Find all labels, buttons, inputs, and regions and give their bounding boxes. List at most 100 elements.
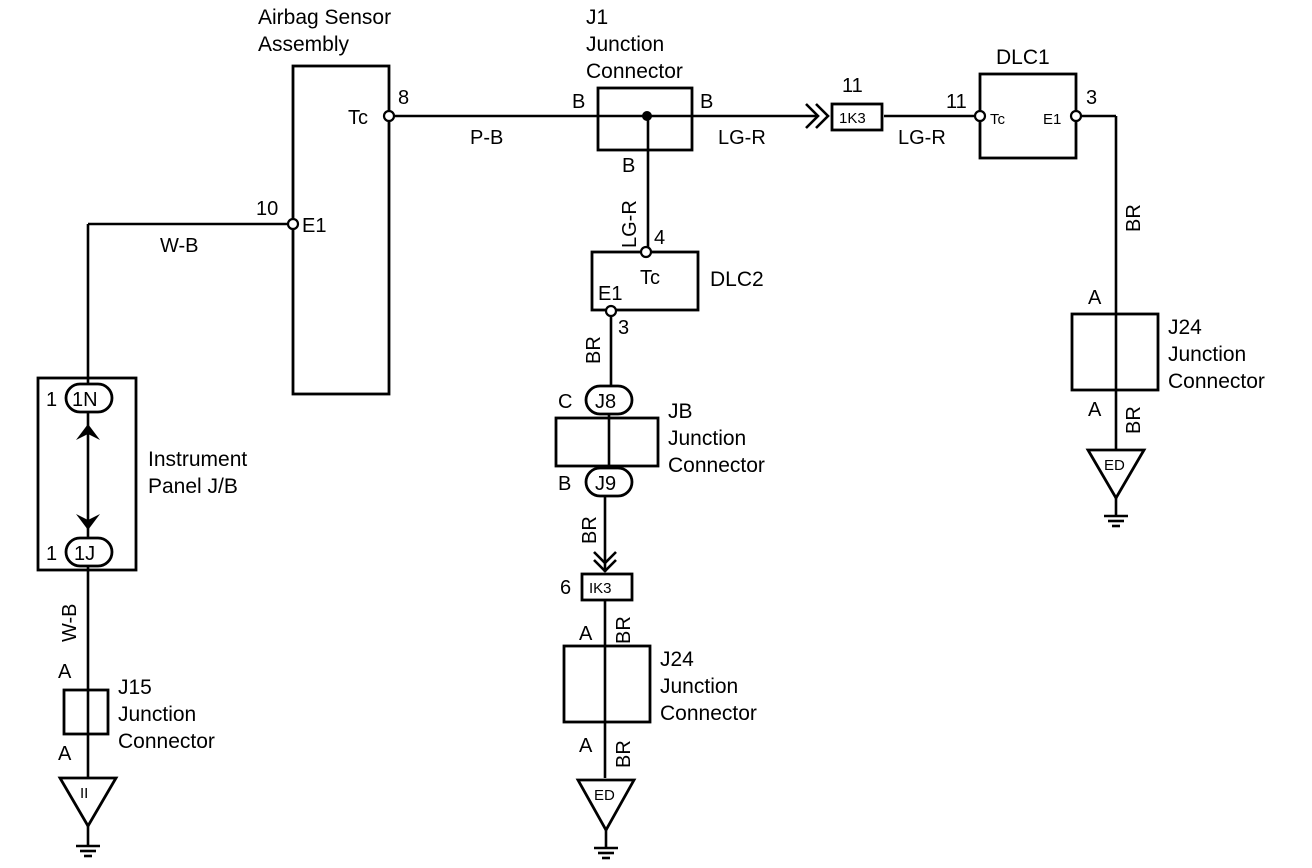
j24-center-junction-connector: A A J24 Junction Connector <box>562 623 757 757</box>
ipjb-pin-1j-label: 1J <box>74 543 95 565</box>
ipjb-arrow-up <box>76 424 100 440</box>
wire-label-br-dlc2: BR <box>583 336 605 364</box>
ipjb-pin-1n-num: 1 <box>46 389 57 411</box>
ground-right-label: ED <box>1104 457 1125 474</box>
dlc1: DLC1 11 Tc E1 3 <box>946 46 1097 160</box>
ipjb-pin-1n <box>64 382 114 414</box>
dlc1-terminal-tc <box>973 109 987 123</box>
wire-label-lg-r-2: LG-R <box>898 127 946 149</box>
airbag-sensor-assembly: Airbag Sensor Assembly Tc 8 E1 10 <box>256 6 409 396</box>
wire-label-br-j24-ground: BR <box>613 740 635 768</box>
dlc2-title: DLC2 <box>710 268 764 291</box>
dlc2-tc-pin: 4 <box>654 227 665 249</box>
airbag-sensor-title-line1: Airbag Sensor <box>258 6 391 29</box>
connector-1k3-mid-arrow-2 <box>593 559 617 573</box>
j1-pin-left: B <box>572 91 585 113</box>
dlc2-e1-label: E1 <box>598 283 622 305</box>
j24-center-pin-bottom: A <box>579 735 593 757</box>
dlc1-e1-label: E1 <box>1043 111 1061 128</box>
connector-1k3-mid-arrow <box>593 551 617 565</box>
j15-title-line1: J15 <box>118 676 152 699</box>
wires <box>86 114 1118 778</box>
connector-1k3-top-arrow-2 <box>815 103 830 129</box>
wire-label-br-j24-right: BR <box>1123 406 1145 434</box>
j1-pin-right: B <box>700 91 713 113</box>
connector-1k3-top-arrow <box>805 103 820 129</box>
jb-pin-j8-letter: C <box>558 391 572 413</box>
dlc1-title: DLC1 <box>996 46 1050 69</box>
j24-right-pin-bottom: A <box>1088 399 1102 421</box>
dlc2-tc-label: Tc <box>640 267 660 289</box>
dlc1-tc-label: Tc <box>990 111 1006 128</box>
dlc1-terminal-e1 <box>1069 109 1083 123</box>
jb-pin-j9-label: J9 <box>595 473 616 495</box>
ground-left-triangle <box>57 776 119 829</box>
j1-box <box>596 86 694 152</box>
instrument-panel-jb-title-line1: Instrument <box>148 448 247 471</box>
j24-center-pin-top: A <box>579 623 593 645</box>
jb-title-line2: Junction <box>668 427 746 450</box>
ipjb-pin-1n-label: 1N <box>72 389 98 411</box>
j24-center-title-line2: Junction <box>660 675 738 698</box>
ipjb-arrow-down <box>76 514 100 530</box>
connector-1k3-top: 1K3 11 <box>805 75 884 132</box>
connector-1k3-mid: IK3 6 <box>560 551 634 602</box>
j24-right-title-line1: J24 <box>1168 316 1202 339</box>
instrument-panel-jb-box <box>36 376 138 572</box>
ground-left-label: II <box>80 785 88 802</box>
j24-right-title-line2: Junction <box>1168 343 1246 366</box>
connector-1k3-top-label: 1K3 <box>839 110 866 127</box>
airbag-sensor-e1-pin: 10 <box>256 198 278 220</box>
dlc2-box <box>590 250 700 312</box>
j1-pin-bottom: B <box>622 155 635 177</box>
dlc1-tc-pin: 11 <box>946 91 967 113</box>
jb-pin-j9 <box>584 466 634 498</box>
connector-1k3-mid-pin: 6 <box>560 577 571 599</box>
j1-title-line2: Junction <box>586 33 664 56</box>
wire-label-br-dlc1: BR <box>1123 204 1145 232</box>
dlc2: 4 Tc E1 3 DLC2 <box>590 227 764 339</box>
jb-title-line1: JB <box>668 400 693 423</box>
connector-1k3-top-pin: 11 <box>842 75 863 97</box>
j24-right-pin-top: A <box>1088 287 1102 309</box>
j1-title-line1: J1 <box>586 6 608 29</box>
ipjb-pin-1j <box>64 536 114 568</box>
connector-1k3-mid-box <box>580 572 634 602</box>
j15-pin-bottom: A <box>58 743 72 765</box>
wire-label-lg-r-vertical: LG-R <box>619 200 641 248</box>
jb-pin-j8-label: J8 <box>595 391 616 413</box>
j24-right-title-line3: Connector <box>1168 370 1265 393</box>
j24-center-box <box>562 644 652 724</box>
wire-label-p-b: P-B <box>470 127 503 149</box>
j24-center-title-line1: J24 <box>660 648 694 671</box>
connector-1k3-top-box <box>830 102 884 132</box>
wire-label-br-1k3-j24: BR <box>613 616 635 644</box>
instrument-panel-jb-title-line2: Panel J/B <box>148 475 238 498</box>
ground-center-triangle <box>575 778 637 833</box>
wire-label-w-b-top: W-B <box>160 235 199 257</box>
j1-title-line3: Connector <box>586 60 683 83</box>
wire-label-w-b-bottom: W-B <box>59 603 81 642</box>
wire-label-br-jb: BR <box>579 516 601 544</box>
jb-title-line3: Connector <box>668 454 765 477</box>
j15-title-line2: Junction <box>118 703 196 726</box>
j1-junction-connector: J1 Junction Connector B B B <box>572 6 713 177</box>
airbag-sensor-tc-pin: 8 <box>398 87 409 109</box>
connector-1k3-mid-label: IK3 <box>589 580 612 597</box>
j24-right-junction-connector: A A J24 Junction Connector <box>1070 287 1265 421</box>
j24-center-title-line3: Connector <box>660 702 757 725</box>
jb-pin-j9-letter: B <box>558 473 571 495</box>
jb-box <box>554 416 660 468</box>
wire-label-lg-r-1: LG-R <box>718 127 766 149</box>
dlc2-terminal-tc <box>639 245 653 259</box>
j15-junction-connector: A A J15 Junction Connector <box>58 661 215 765</box>
airbag-sensor-tc-label: Tc <box>348 107 368 129</box>
terminal-tc <box>382 109 396 123</box>
ground-center-label: ED <box>594 787 615 804</box>
instrument-panel-jb: 1N 1 1J 1 Instrument Panel J/B <box>36 376 247 572</box>
ground-right-triangle <box>1085 448 1147 501</box>
j15-title-line3: Connector <box>118 730 215 753</box>
jb-pin-j8 <box>584 384 634 416</box>
j24-right-box <box>1070 312 1160 392</box>
